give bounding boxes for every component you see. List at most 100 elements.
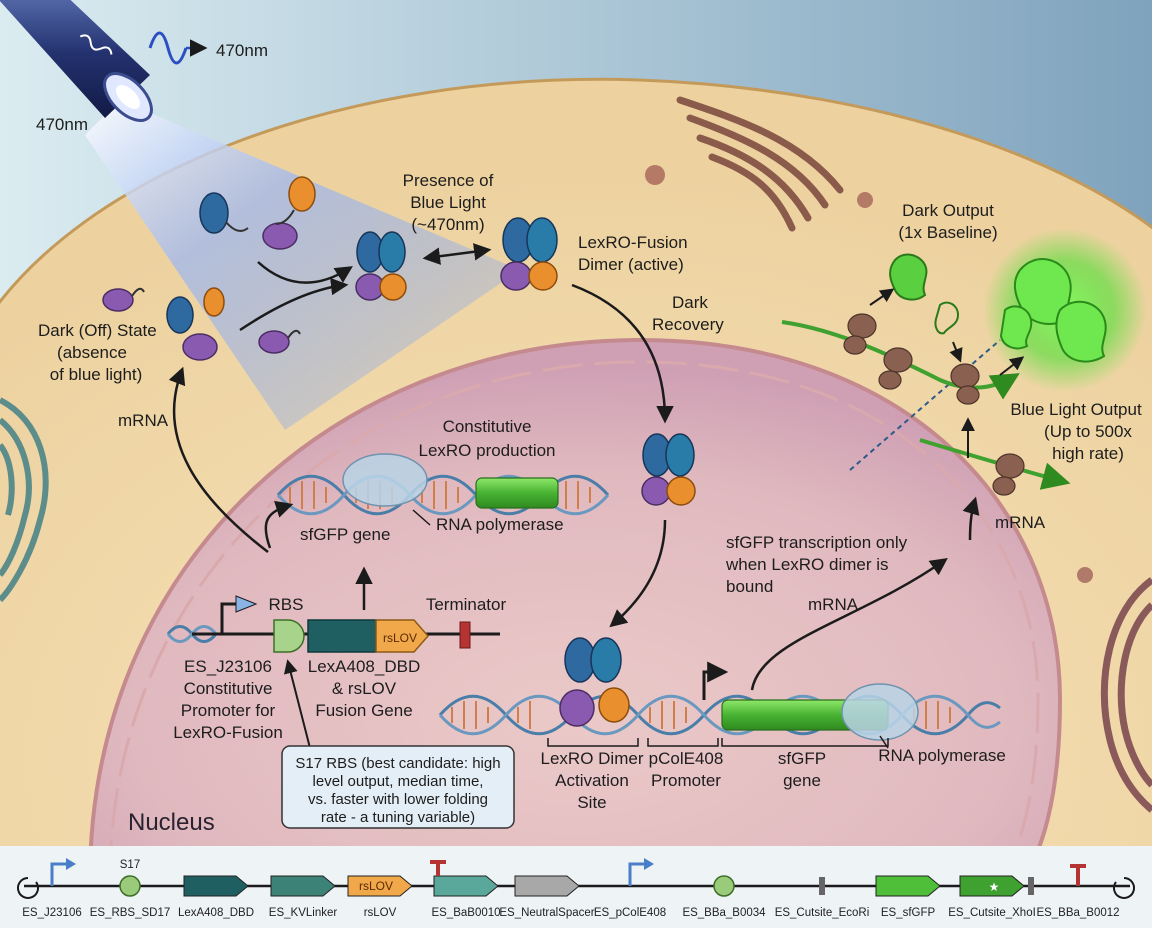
- arrow-mrna-left: [168, 366, 269, 553]
- golgi-right-icon: [1077, 567, 1152, 813]
- activation-site-bracket: [547, 738, 639, 747]
- construct-part-label: ES_BBa_B0034: [682, 907, 766, 919]
- golgi-icon: [645, 96, 873, 232]
- rna-pol-pointer: [412, 509, 431, 526]
- rna-pol-lower-pointer: [879, 735, 889, 749]
- construct-part-label: ES_BBa_B0012: [1036, 907, 1119, 919]
- construct-part-label: rsLOV: [364, 907, 397, 919]
- protein-dimer-icon: [355, 231, 407, 301]
- construct-part-label: ES_Cutsite_EcoRi: [775, 907, 870, 919]
- nucleus-label: Nucleus: [128, 809, 215, 836]
- blue-output-label-2: (Up to 500x: [1044, 422, 1132, 441]
- nucleus: [87, 337, 1063, 882]
- dark-output-label-2: (1x Baseline): [898, 223, 997, 242]
- sfgfp-bracket: [721, 738, 889, 747]
- arrow-blue-output: [999, 356, 1025, 376]
- mrna-strand-lower: [919, 438, 1071, 490]
- construct-part-label: ES_J23106: [22, 907, 81, 919]
- rbs-glyph: [273, 619, 305, 653]
- mrna-left-label: mRNA: [118, 411, 169, 430]
- ribosome-icon: [843, 313, 1025, 496]
- fusion-gene-label-3: Fusion Gene: [315, 701, 412, 720]
- activation-site-label-2: Activation: [555, 771, 629, 790]
- pcole-promoter-glyph: [702, 661, 729, 700]
- svg-text:rsLOV: rsLOV: [359, 879, 393, 893]
- construct-part-rslov: rsLOV rsLOV: [347, 875, 413, 919]
- arrow-to-upper-dna: [264, 500, 294, 549]
- rna-polymerase-lower-label: RNA polymerase: [878, 746, 1006, 765]
- arrow-to-activation-site: [609, 519, 667, 628]
- callout-pointer: [283, 659, 311, 749]
- dark-state-label-1: Dark (Off) State: [38, 321, 157, 340]
- terminator-glyph: [459, 621, 471, 649]
- svg-text:★: ★: [989, 880, 1000, 894]
- wavelength-label-top: 470nm: [216, 41, 268, 60]
- activation-site-label-1: LexRO Dimer: [541, 749, 644, 768]
- construct-part-es-bab0010: ES_BaB0010: [430, 860, 501, 919]
- backbone-origin-left: [17, 877, 39, 899]
- arrow-dark-recovery: [571, 283, 674, 424]
- construct-part-es-pcole408: ES_pColE408: [594, 858, 666, 919]
- constitutive-label-2: LexRO production: [418, 441, 555, 460]
- nuclear-dimer-icon: [641, 433, 696, 506]
- dimer-label-2: Dimer (active): [578, 255, 684, 274]
- reversible-arrow: [422, 243, 492, 265]
- mrna-strand-upper: [781, 320, 1020, 400]
- construct-part-es-sfgfp: ES_sfGFP: [875, 875, 941, 919]
- mrna-mid-label: mRNA: [808, 595, 859, 614]
- presence-label-2: Blue Light: [410, 193, 486, 212]
- light-wave-icon: [148, 31, 188, 65]
- activation-site-label-3: Site: [577, 793, 606, 812]
- construct-part-label: ES_Cutsite_XhoI: [948, 907, 1036, 919]
- er-icon: [0, 397, 49, 603]
- dark-output-label-1: Dark Output: [902, 201, 994, 220]
- arrow-dark-output: [869, 288, 895, 306]
- sfgfp-gene-upper-label: sfGFP gene: [300, 525, 390, 544]
- sfgfp-gene-upper: [475, 477, 559, 509]
- dark-state-label-3: of blue light): [50, 365, 143, 384]
- transcription-label-2: when LexRO dimer is: [725, 555, 889, 574]
- arrow-monomer-to-dimer: [257, 261, 353, 284]
- construct-part-lexa408-dbd: LexA408_DBD: [178, 875, 254, 919]
- constitutive-label-1: Constitutive: [443, 417, 532, 436]
- promoter-label-1: ES_J23106: [184, 657, 272, 676]
- construct-part-label: ES_KVLinker: [269, 907, 338, 919]
- fusion-gene-label-2: & rsLOV: [332, 679, 397, 698]
- construct-part-es-bba-b0012: ES_BBa_B0012: [1036, 864, 1120, 919]
- sfgfp-lower-label-2: gene: [783, 771, 821, 790]
- construct-part-label: ES_pColE408: [594, 907, 666, 919]
- terminator-label: Terminator: [426, 595, 507, 614]
- callout-line-2: level output, median time,: [313, 773, 484, 790]
- arrow-to-cytoplasm: [962, 496, 980, 541]
- construct-part-es-j23106: ES_J23106: [22, 858, 82, 919]
- backbone-origin-right: [1113, 877, 1135, 899]
- fiber-optic-icon: [0, 0, 153, 122]
- rna-polymerase-lower: [841, 683, 919, 741]
- protein-monomer-group: [102, 176, 316, 361]
- light-beam: [85, 100, 520, 430]
- wavelength-label-side: 470nm: [36, 115, 88, 134]
- construct-part-es-bba-b0034: ES_BBa_B0034: [682, 875, 766, 919]
- construct-part-es-neutralspacer: ES_NeutralSpacer: [499, 875, 595, 919]
- presence-label-3: (~470nm): [411, 215, 484, 234]
- construct-part-label: ES_RBS_SD17: [90, 907, 171, 919]
- pcole-label-2: Promoter: [651, 771, 721, 790]
- transcription-label-3: bound: [726, 577, 773, 596]
- rbs-label: RBS: [269, 595, 304, 614]
- svg-text:S17: S17: [120, 859, 140, 871]
- dark-recovery-label-1: Dark: [672, 293, 708, 312]
- mrna-right-label: mRNA: [995, 513, 1046, 532]
- construct-part-es-cutsite-ecori: ES_Cutsite_EcoRi: [775, 877, 1034, 919]
- pcole-label-1: pColE408: [649, 749, 724, 768]
- sfgfp-lower-label-1: sfGFP: [778, 749, 826, 768]
- rna-polymerase-upper: [342, 453, 428, 507]
- promoter-label-2: Constitutive: [184, 679, 273, 698]
- rslov-glyph-label: rsLOV: [383, 631, 417, 645]
- callout-line-1: S17 RBS (best candidate: high: [295, 755, 500, 772]
- callout-line-3: vs. faster with lower folding: [308, 791, 488, 808]
- membrane-divider: [849, 339, 1001, 471]
